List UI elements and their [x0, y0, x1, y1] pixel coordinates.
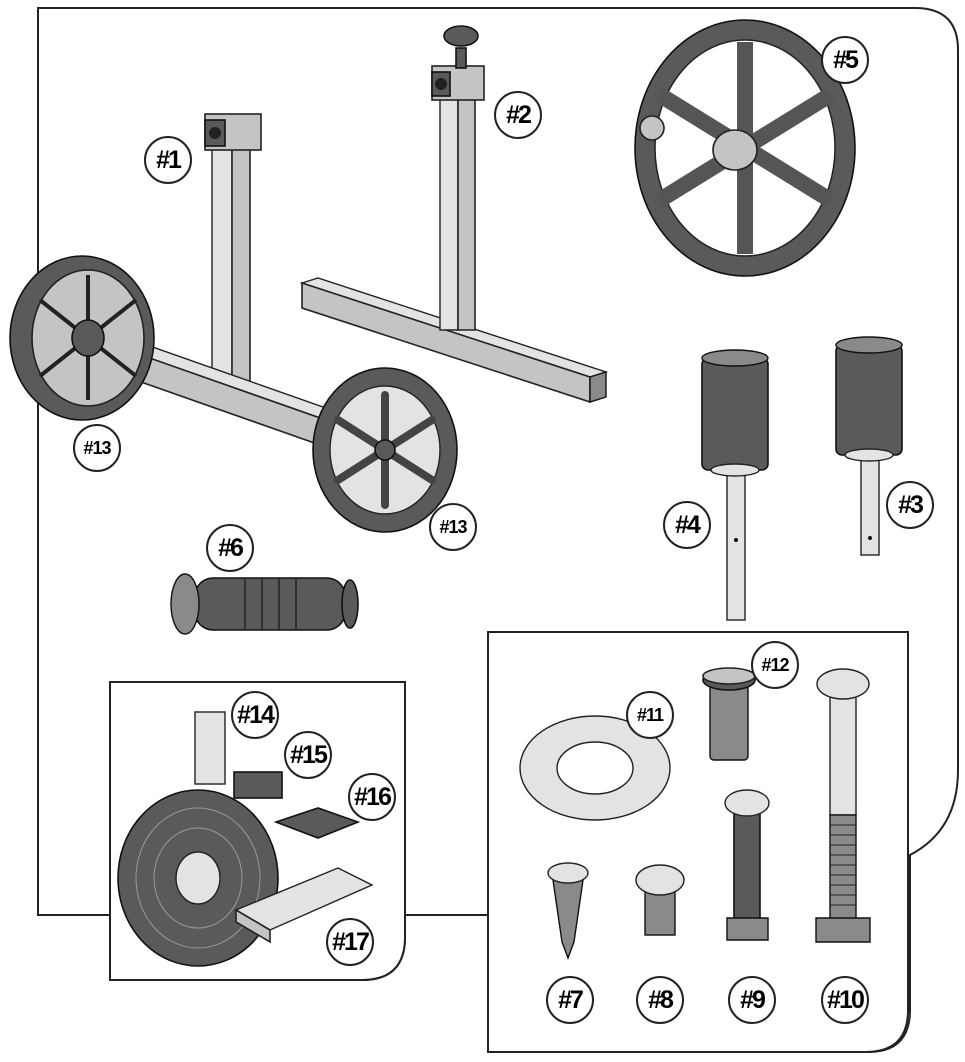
stand-post-right — [299, 25, 609, 404]
svg-text:#12: #12 — [761, 655, 789, 675]
svg-text:#13: #13 — [83, 438, 111, 458]
wheel-right — [312, 367, 458, 533]
svg-text:#8: #8 — [648, 986, 674, 1014]
svg-text:#6: #6 — [218, 534, 243, 562]
svg-text:#14: #14 — [237, 701, 275, 729]
hub-shaft — [170, 573, 359, 635]
axle-right — [835, 336, 903, 556]
label-p14: #14 — [231, 691, 279, 739]
long-bolt — [815, 668, 871, 943]
tape-strip-top — [194, 711, 226, 785]
label-p12: #12 — [751, 641, 799, 689]
label-p4: #4 — [663, 501, 711, 549]
tape-roll — [117, 789, 279, 967]
label-p6: #6 — [206, 524, 254, 572]
svg-text:#16: #16 — [354, 783, 391, 811]
label-p8: #8 — [636, 976, 684, 1024]
medium-bolt — [724, 789, 770, 941]
label-p13a: #13 — [73, 424, 121, 472]
wood-screw — [547, 862, 589, 960]
svg-text:#9: #9 — [740, 986, 765, 1014]
svg-text:#4: #4 — [675, 511, 701, 539]
svg-text:#15: #15 — [290, 741, 328, 769]
short-screw — [635, 864, 685, 936]
sleeve — [702, 667, 756, 761]
crank-wheel — [634, 19, 856, 277]
svg-text:#10: #10 — [827, 986, 864, 1014]
buckle-clip — [273, 807, 361, 839]
svg-text:#13: #13 — [439, 517, 467, 537]
label-p10: #10 — [821, 976, 869, 1024]
label-p2: #2 — [494, 91, 542, 139]
axle-left — [701, 349, 769, 621]
svg-text:#2: #2 — [506, 101, 531, 129]
label-p1: #1 — [144, 136, 192, 184]
svg-text:#7: #7 — [558, 986, 583, 1014]
svg-text:#5: #5 — [833, 46, 859, 74]
label-p17: #17 — [326, 918, 374, 966]
svg-text:#1: #1 — [156, 146, 182, 174]
label-p3: #3 — [886, 481, 934, 529]
label-p5: #5 — [821, 36, 869, 84]
label-p9: #9 — [728, 976, 776, 1024]
label-p16: #16 — [348, 773, 396, 821]
label-p15: #15 — [284, 731, 332, 779]
svg-text:#11: #11 — [637, 705, 664, 725]
label-p7: #7 — [546, 976, 594, 1024]
svg-text:#17: #17 — [332, 928, 369, 956]
wheel-left — [9, 255, 155, 421]
label-p11: #11 — [626, 691, 674, 739]
washer — [519, 715, 671, 821]
label-p13b: #13 — [429, 503, 477, 551]
svg-text:#3: #3 — [898, 491, 923, 519]
tape-strip-dark — [233, 771, 283, 799]
